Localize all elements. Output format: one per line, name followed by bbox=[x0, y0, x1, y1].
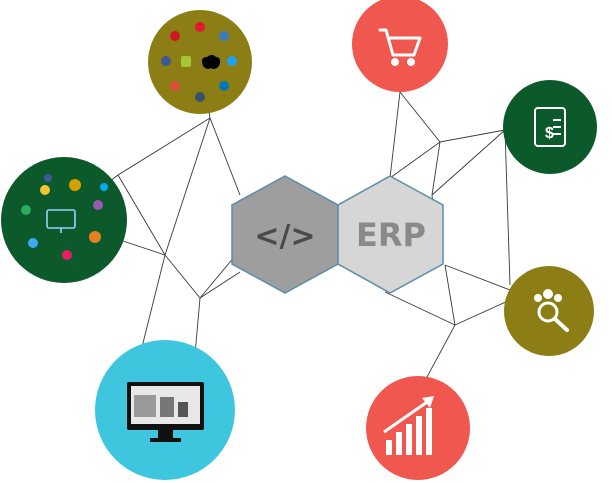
android-icon bbox=[181, 56, 191, 67]
svg-text:$: $ bbox=[545, 125, 554, 142]
erp-hub[interactable]: ERP bbox=[337, 175, 444, 294]
growth-chart-icon bbox=[383, 396, 434, 455]
social-media-icons bbox=[161, 22, 237, 102]
social-network-icon bbox=[21, 174, 108, 260]
connector-line bbox=[194, 297, 201, 356]
desktop-monitor-icon bbox=[127, 382, 204, 442]
social-media-node[interactable] bbox=[148, 10, 252, 114]
connector-line bbox=[399, 91, 506, 143]
invoice-document-icon: $ bbox=[534, 107, 566, 147]
network-node[interactable] bbox=[1, 157, 127, 283]
connector-line bbox=[431, 129, 506, 196]
user-search-icon bbox=[534, 289, 569, 332]
shopping-cart-icon bbox=[378, 28, 422, 66]
website-node[interactable] bbox=[95, 340, 235, 480]
ecommerce-node[interactable] bbox=[352, 0, 448, 92]
connector-line bbox=[164, 254, 241, 299]
connector-line bbox=[444, 264, 511, 326]
connector-line bbox=[117, 174, 166, 256]
connector-line bbox=[389, 141, 441, 179]
erp-hexagon bbox=[337, 175, 444, 294]
apple-icon bbox=[202, 55, 220, 69]
connector-line bbox=[444, 264, 511, 291]
customer-search-node[interactable] bbox=[504, 266, 594, 356]
erp-hub-label: ERP bbox=[356, 216, 426, 254]
connector-line bbox=[117, 117, 211, 176]
code-hub[interactable]: </> bbox=[231, 175, 339, 294]
code-hub-label: </> bbox=[254, 219, 315, 254]
connector-line bbox=[504, 129, 511, 286]
connector-line bbox=[139, 254, 166, 356]
connector-line bbox=[384, 291, 456, 326]
invoice-node[interactable]: $ bbox=[503, 80, 597, 174]
connector-line bbox=[164, 117, 211, 256]
growth-chart-node[interactable] bbox=[366, 376, 470, 480]
